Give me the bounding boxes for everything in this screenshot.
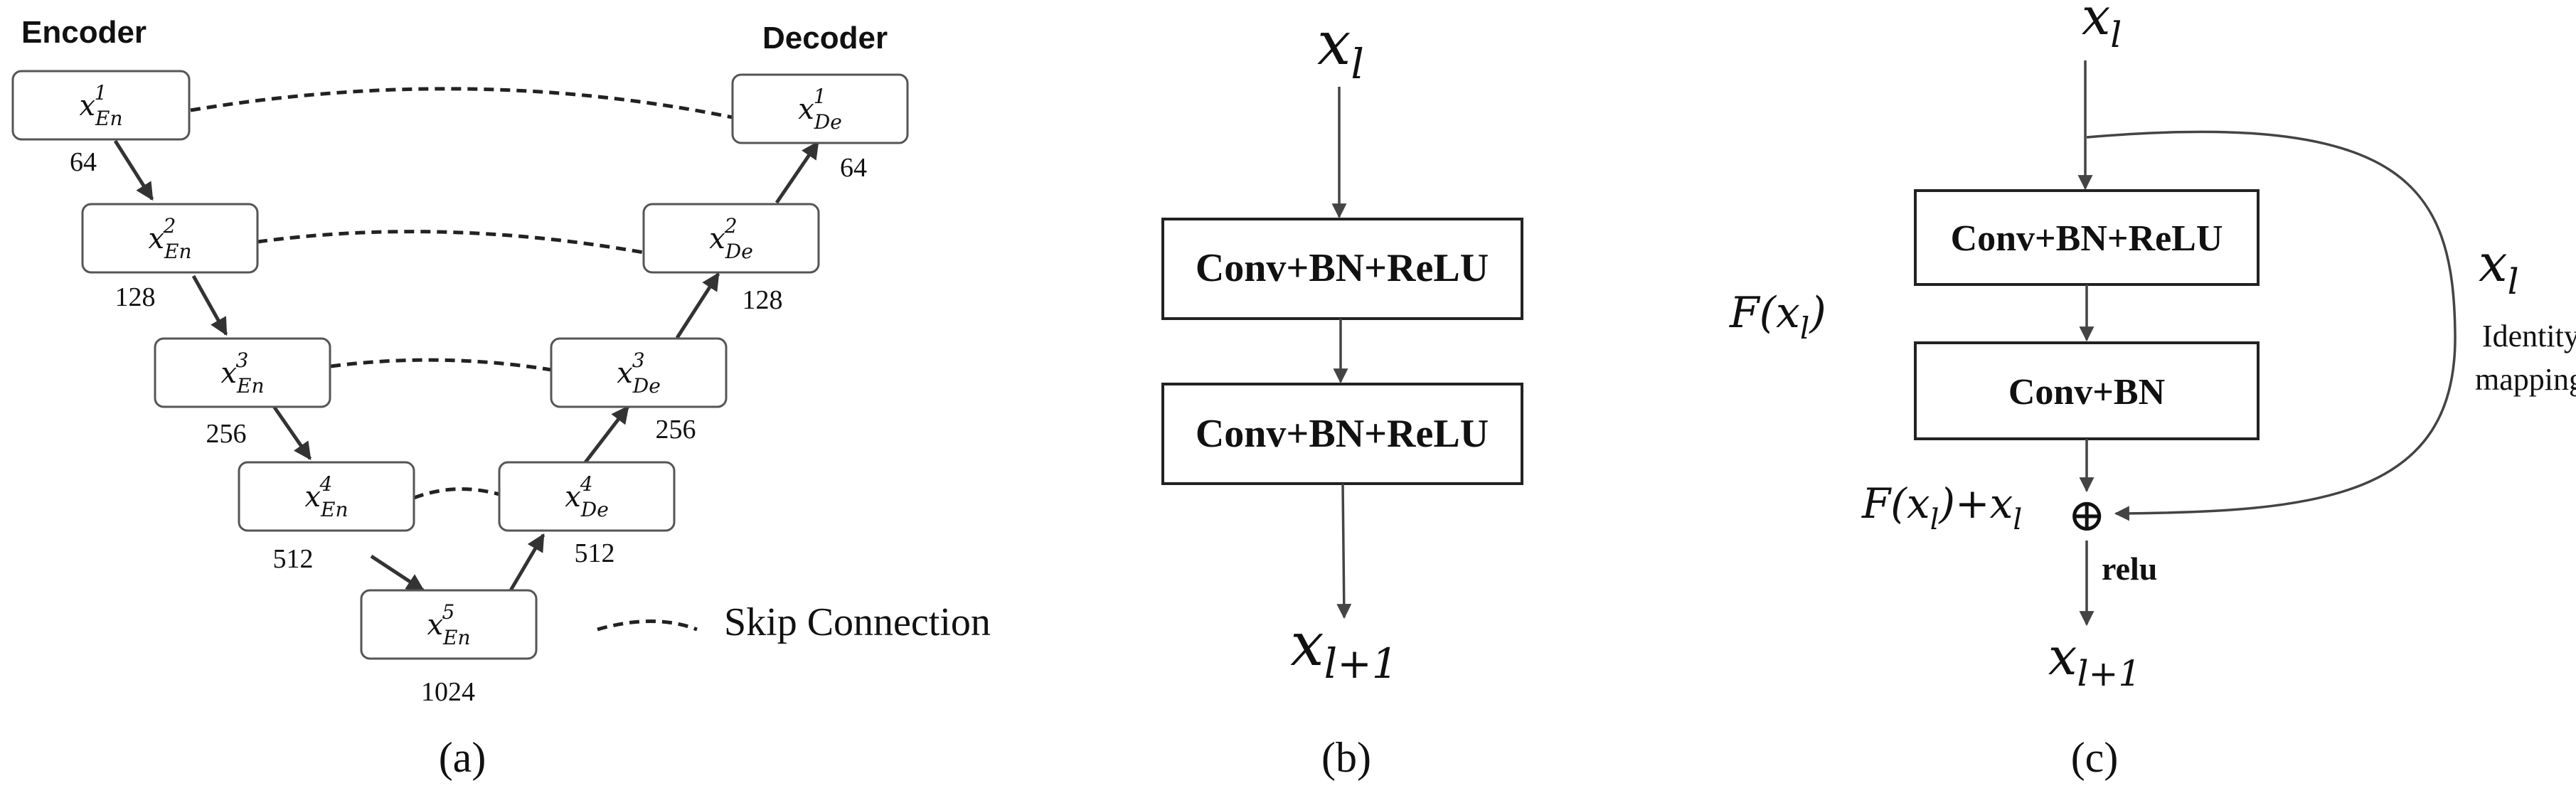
residual-label: F(xl) — [1729, 288, 1826, 346]
relu-label: relu — [2102, 550, 2157, 587]
block-c1 — [1914, 189, 2260, 286]
skip-connection-2 — [257, 230, 644, 255]
decoder-node-3: xDe3 256 — [550, 337, 728, 445]
legend-dashed-line — [597, 619, 698, 632]
encoder-channels-1: 64 — [70, 147, 97, 177]
skip-connection-1 — [190, 87, 733, 119]
sum-label: F(xl)+xl — [1861, 479, 2022, 536]
sum-symbol: ⊕ — [2067, 490, 2106, 541]
encoder-channels-4: 512 — [273, 544, 314, 574]
skip-connections — [190, 87, 733, 500]
panel-c: xl Conv+BN+ReLU Conv+BN F(xl) F(xl)+xl ⊕… — [1729, 0, 2576, 781]
block-c2 — [1914, 341, 2260, 440]
svg-text:xDe3: xDe3 — [617, 349, 661, 398]
caption-b: (b) — [1321, 734, 1371, 781]
input-variable-c: xl — [2082, 0, 2122, 55]
encoder-node-2: xEn2 128 — [81, 203, 259, 312]
block-c1-label: Conv+BN+ReLU — [1951, 218, 2223, 259]
svg-text:xDe1: xDe1 — [798, 85, 842, 134]
decoder-channels-2: 128 — [743, 285, 783, 315]
identity-shortcut — [2086, 130, 2457, 521]
svg-text:xEn4: xEn4 — [304, 472, 348, 521]
skip-connection-legend: Skip Connection — [597, 600, 991, 644]
encoder-node-5: xEn5 1024 — [360, 589, 538, 707]
svg-text:xDe2: xDe2 — [709, 214, 753, 263]
decoder-channels-1: 64 — [840, 153, 867, 183]
path-arrows — [113, 139, 820, 592]
down-arrow-2 — [191, 275, 228, 336]
up-arrow-4 — [775, 140, 820, 204]
up-arrow-2 — [584, 405, 629, 464]
encoder-channels-3: 256 — [206, 419, 247, 449]
svg-text:xEn5: xEn5 — [427, 600, 470, 649]
panel-a: Encoder Decoder xEn1 64 xEn — [11, 15, 991, 781]
encoder-channels-5: 1024 — [421, 677, 475, 707]
encoder-node-3: xEn3 256 — [154, 337, 331, 449]
output-variable-c: xl+1 — [2048, 627, 2141, 694]
block-b2-label: Conv+BN+ReLU — [1196, 412, 1489, 456]
down-arrow-4 — [370, 554, 425, 592]
svg-text:xEn1: xEn1 — [79, 81, 122, 130]
identity-label-line2: mapping — [2475, 362, 2576, 397]
decoder-node-2: xDe2 128 — [642, 203, 820, 315]
svg-text:xEn2: xEn2 — [148, 214, 191, 263]
block-b1 — [1161, 218, 1523, 320]
skip-connection-4 — [413, 487, 500, 500]
input-variable-b: xl — [1317, 9, 1364, 88]
decoder-channels-3: 256 — [656, 415, 696, 445]
identity-label-line1: Identity — [2482, 319, 2576, 353]
svg-text:xDe4: xDe4 — [565, 472, 609, 521]
arrow-b-out — [1336, 483, 1352, 619]
panel-b: xl Conv+BN+ReLU Conv+BN+ReLU xl+1 (b) — [1161, 9, 1523, 781]
caption-c: (c) — [2071, 734, 2119, 781]
output-variable-b: xl+1 — [1290, 610, 1398, 688]
encoder-node-1: xEn1 64 — [11, 70, 191, 177]
encoder-title: Encoder — [21, 15, 147, 50]
decoder-title: Decoder — [762, 21, 888, 55]
block-b2 — [1161, 383, 1523, 485]
up-arrow-3 — [675, 272, 720, 339]
decoder-channels-4: 512 — [575, 538, 615, 568]
encoder-channels-2: 128 — [115, 282, 156, 312]
svg-text:xEn3: xEn3 — [220, 349, 264, 398]
block-c2-label: Conv+BN — [2008, 372, 2165, 413]
down-arrow-1 — [113, 139, 154, 201]
legend-label: Skip Connection — [724, 600, 991, 644]
shortcut-variable: xl — [2479, 233, 2519, 302]
decoder-node-1: xDe1 64 — [731, 73, 909, 183]
encoder-node-4: xEn4 512 — [238, 461, 415, 574]
up-arrow-1 — [509, 533, 545, 592]
down-arrow-3 — [271, 404, 312, 461]
decoder-node-4: xDe4 512 — [498, 461, 676, 568]
skip-connection-3 — [330, 358, 552, 372]
caption-a: (a) — [439, 734, 486, 781]
block-b1-label: Conv+BN+ReLU — [1196, 246, 1489, 290]
